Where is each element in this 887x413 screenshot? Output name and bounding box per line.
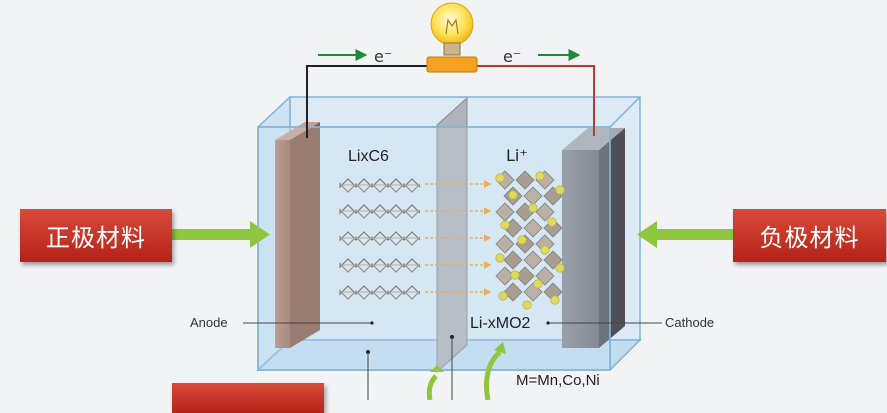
right-green-arrow	[637, 221, 735, 248]
octahedron	[523, 218, 543, 238]
battery-diagram: e⁻ e⁻ LixC6 Li⁺ Li-xMO2 M=Mn,Co,Ni Anode…	[172, 2, 735, 400]
li-ion-dot	[535, 171, 545, 181]
electron-label-left: e⁻	[374, 47, 392, 66]
wire-right	[466, 65, 595, 136]
li-ion-dot	[550, 295, 560, 305]
wire-left	[306, 65, 438, 138]
li-ion-dot	[500, 220, 510, 230]
li-ion-dot	[495, 173, 505, 183]
curved-arrow-left-head	[430, 365, 444, 372]
separator-membrane	[436, 96, 468, 374]
li-ion-dot	[495, 253, 505, 263]
negative-material-callout: 负极材料	[733, 209, 886, 262]
octahedron	[535, 202, 555, 222]
cathode-pointer-label: Cathode	[665, 315, 714, 330]
li-ion-dot	[555, 185, 565, 195]
cathode-material-label: Li-xMO2	[470, 315, 531, 332]
bottom-callout	[172, 383, 324, 413]
ion-flow-arrows	[425, 180, 492, 296]
positive-material-callout: 正极材料	[20, 209, 172, 262]
octahedron	[503, 282, 523, 302]
electron-label-right: e⁻	[503, 47, 521, 66]
li-ion-dot	[510, 270, 520, 280]
li-ion-dot	[555, 263, 565, 273]
li-ion-dot	[517, 235, 527, 245]
light-bulb-icon	[426, 2, 478, 73]
metals-note: M=Mn,Co,Ni	[516, 372, 600, 389]
metal-oxide-crystal	[495, 170, 565, 310]
anode-material-label: LixC6	[348, 148, 389, 165]
li-ion-dot	[508, 190, 518, 200]
graphite-layers	[339, 178, 421, 300]
curved-arrow-left	[426, 374, 438, 400]
graphite-layer	[339, 258, 421, 273]
left-green-arrow	[172, 221, 270, 248]
external-circuit: e⁻ e⁻	[306, 47, 595, 138]
anode-pointer-label: Anode	[190, 315, 228, 330]
li-ion-dot	[528, 203, 538, 213]
li-ion-dot	[533, 279, 543, 289]
graphite-layer	[339, 178, 421, 193]
octahedron	[495, 234, 515, 254]
li-ion-dot	[522, 300, 532, 310]
octahedron	[503, 250, 523, 270]
li-ion-dot	[498, 291, 508, 301]
curved-arrow-right	[484, 350, 502, 400]
li-ion-dot	[547, 217, 557, 227]
graphite-layer	[339, 285, 421, 300]
lithium-ion-label: Li⁺	[506, 146, 528, 165]
li-ion-dot	[540, 245, 550, 255]
cathode-plate	[562, 128, 625, 348]
octahedron	[515, 170, 535, 190]
octahedron	[523, 250, 543, 270]
tank-front-frame	[257, 96, 641, 371]
graphite-layer	[339, 204, 421, 219]
graphite-layer	[339, 231, 421, 246]
curved-arrow-right-head	[494, 342, 506, 354]
